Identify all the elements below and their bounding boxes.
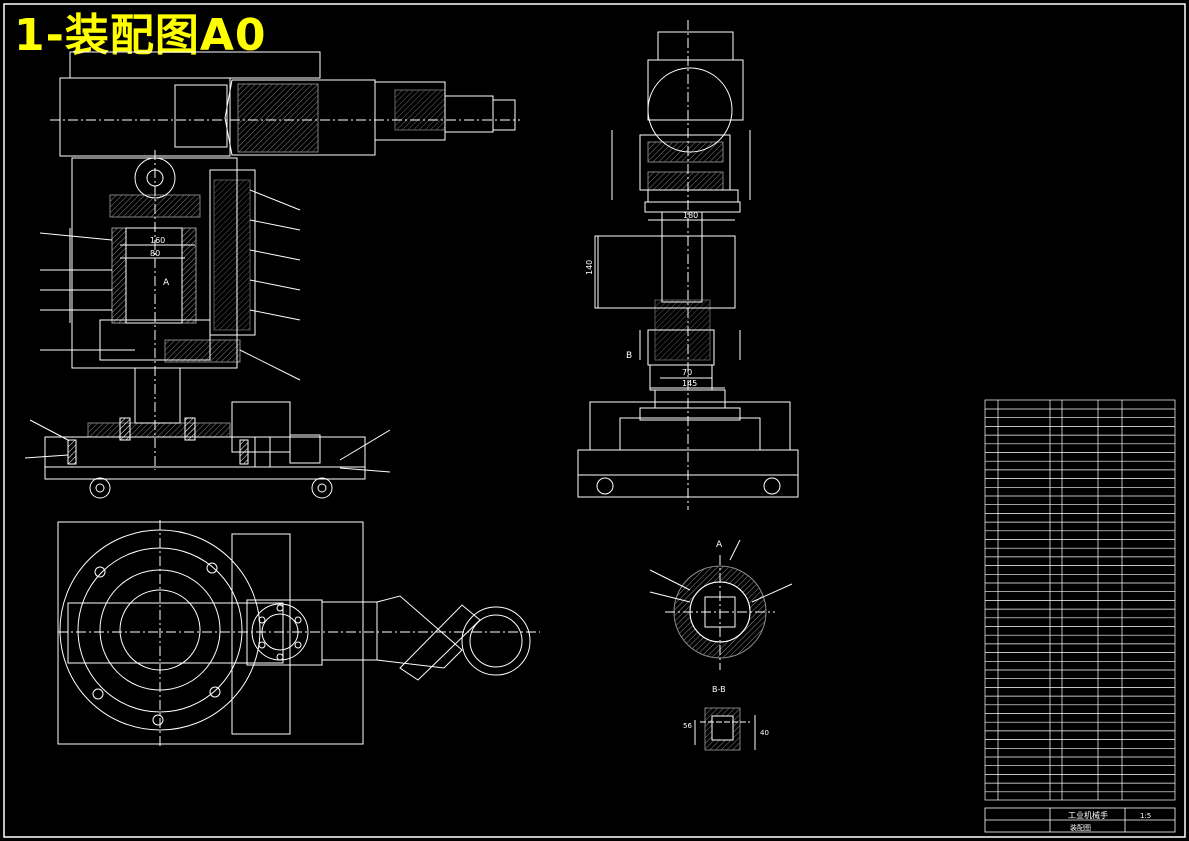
front-view (24, 51, 520, 499)
dim-side-180: 180 (683, 211, 698, 220)
sheet-border (3, 3, 1186, 838)
dim-side-145: 145 (682, 379, 697, 388)
section-a-view (649, 539, 793, 670)
view-label-a-top: A (716, 540, 723, 550)
view-label-b: B (626, 351, 632, 361)
dim-front-80: 80 (150, 249, 160, 258)
view-label-a: A (163, 278, 170, 288)
dim-side-140: 140 (585, 260, 594, 275)
view-label-bb: B-B (712, 685, 726, 694)
title-block-product: 工业机械手 (1068, 810, 1108, 820)
dim-side-56: 56 (683, 722, 692, 730)
dim-front-160: 160 (150, 236, 165, 245)
title-block-scale: 1:5 (1140, 812, 1151, 820)
dim-side-40: 40 (760, 729, 769, 737)
section-bb-view (694, 707, 756, 751)
side-view (577, 20, 799, 510)
title-block-drawing: 装配图 (1070, 823, 1091, 832)
sheet-title: 1-装配图A0 (14, 10, 267, 61)
parts-list (984, 399, 1176, 801)
plan-view (57, 520, 540, 748)
title-block (984, 807, 1176, 833)
dim-side-70: 70 (682, 368, 692, 377)
